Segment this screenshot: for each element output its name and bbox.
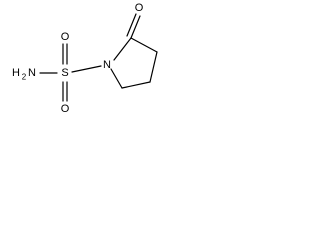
- sulfonyl-oxygen-top-label: O: [61, 31, 70, 43]
- bond-c5-n1: [110, 68, 123, 89]
- amine-nitrogen-label: N: [28, 67, 36, 79]
- amine-h-label: H: [12, 67, 20, 79]
- bond-c3-c4: [149, 51, 158, 83]
- sulfur-label: S: [61, 67, 68, 79]
- bond-c2-o-double-a: [130, 15, 141, 39]
- structure-diagram: O O S O N H 2 N: [12, 2, 158, 115]
- sulfonyl-oxygen-bottom-label: O: [61, 103, 70, 115]
- bond-c4-c5: [121, 81, 151, 89]
- amine-h-count-label: 2: [22, 73, 27, 82]
- bond-c2-c3: [130, 37, 158, 53]
- carbonyl-oxygen-label: O: [135, 2, 144, 14]
- bond-c2-o-double-b: [126, 13, 137, 37]
- ring-nitrogen-label: N: [103, 59, 111, 71]
- bond-n1-s: [71, 65, 102, 73]
- bond-n1-c2: [113, 37, 132, 61]
